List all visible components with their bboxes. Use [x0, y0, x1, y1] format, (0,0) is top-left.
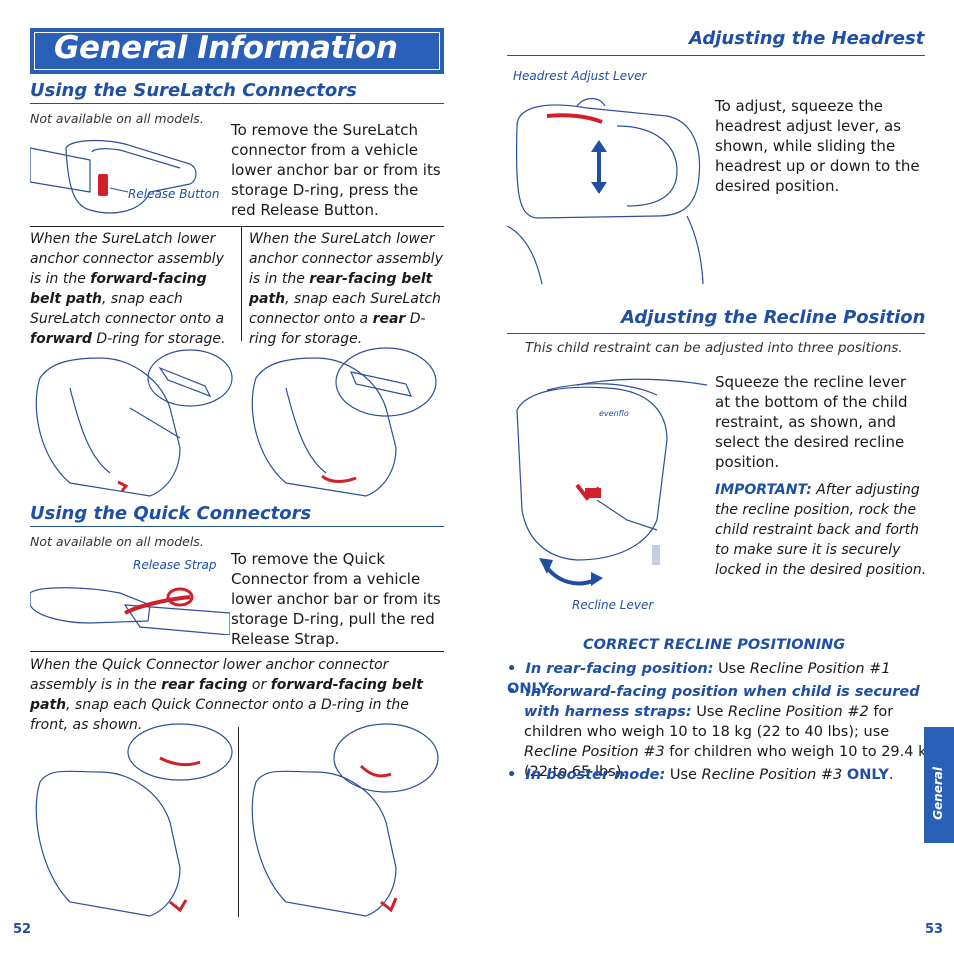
release-strap-caption: Release Strap	[133, 558, 217, 572]
divider	[507, 55, 925, 56]
headrest-illustration	[507, 97, 704, 284]
page-number-right: 53	[925, 922, 944, 937]
correct-recline-heading: CORRECT RECLINE POSITIONING	[583, 637, 846, 653]
divider	[30, 103, 444, 104]
column-divider	[238, 727, 239, 917]
page-title-banner	[30, 28, 444, 74]
seat-quick-forward-illustration	[251, 723, 439, 917]
section-tab: General	[924, 727, 954, 843]
surelatch-forward-note: When the SureLatch lower anchor connecto…	[30, 231, 226, 347]
recline-important: IMPORTANT: After adjusting the recline p…	[715, 482, 927, 578]
divider	[30, 226, 444, 227]
recline-note: This child restraint can be adjusted int…	[525, 340, 903, 356]
surelatch-note: Not available on all models.	[30, 111, 204, 126]
seat-forward-dring-illustration	[35, 349, 233, 497]
quick-connector-illustration	[30, 587, 230, 635]
divider	[30, 526, 444, 527]
divider	[30, 651, 444, 652]
seat-rear-dring-illustration	[251, 347, 437, 497]
divider	[507, 333, 925, 334]
bullet-forward-facing: • In forward-facing position when child …	[507, 684, 936, 780]
section-tab-label: General	[931, 767, 945, 820]
quick-connectors-note: Not available on all models.	[30, 534, 204, 549]
recline-lever-caption: Recline Lever	[572, 598, 654, 612]
release-button-caption: Release Button	[128, 187, 220, 201]
leader-line	[109, 187, 129, 193]
headrest-lever-caption: Headrest Adjust Lever	[513, 69, 647, 83]
page-number-left: 52	[13, 922, 32, 937]
column-divider	[241, 226, 242, 341]
brand-logo: evenflo	[599, 409, 629, 418]
quick-connectors-dring-note: When the Quick Connector lower anchor co…	[30, 657, 423, 733]
quick-connectors-heading: Using the Quick Connectors	[30, 503, 312, 524]
bullet-rear-facing: • In rear-facing position: Use Recline P…	[507, 661, 891, 697]
page-title: General Information	[54, 30, 398, 66]
headrest-body: To adjust, squeeze the headrest adjust l…	[715, 97, 920, 195]
surelatch-body: To remove the SureLatch connector from a…	[231, 121, 441, 219]
surelatch-connector-illustration	[30, 139, 197, 214]
bullet-booster-mode: • In booster mode: Use Recline Position …	[507, 767, 894, 783]
recline-seat-illustration: evenflo	[516, 378, 708, 586]
seat-quick-rear-illustration	[35, 723, 233, 917]
recline-body: Squeeze the recline lever at the bottom …	[715, 373, 908, 471]
recline-heading: Adjusting the Recline Position	[621, 307, 926, 328]
surelatch-rear-note: When the SureLatch lower anchor connecto…	[249, 231, 443, 347]
surelatch-heading: Using the SureLatch Connectors	[30, 80, 357, 101]
headrest-heading: Adjusting the Headrest	[689, 28, 925, 49]
quick-connectors-body: To remove the Quick Connector from a veh…	[231, 550, 441, 648]
release-button-mark	[98, 174, 108, 196]
